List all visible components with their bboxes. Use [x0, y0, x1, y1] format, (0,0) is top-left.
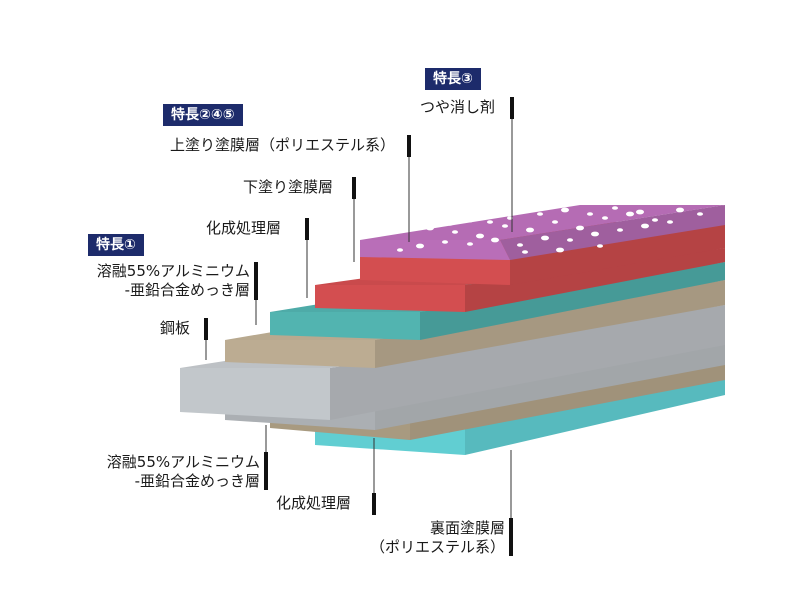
matte-particle [667, 220, 673, 224]
matte-particle [617, 228, 623, 232]
plating-bottom-tick [264, 452, 268, 490]
matte-particle [552, 220, 558, 224]
matte-particle [561, 207, 569, 213]
plating-bottom-label: 溶融55%アルミニウム -亜鉛合金めっき層 [90, 453, 260, 491]
matte-particle [487, 220, 493, 224]
matte-particle [467, 242, 473, 246]
matte-particle [476, 233, 484, 239]
matte-particle [541, 235, 549, 241]
plating-top-label-line2: -亜鉛合金めっき層 [124, 281, 250, 299]
matte-particle [587, 212, 593, 216]
primer-label: 下塗り塗膜層 [243, 178, 334, 196]
matte-particle [526, 227, 534, 233]
chem-bottom-tick [372, 493, 376, 515]
matte-particle [597, 244, 603, 248]
steel-tick [204, 318, 208, 340]
plating-top-tick [254, 262, 258, 300]
matte-agent-label: つや消し剤 [420, 98, 496, 116]
feature-3-badge: 特長③ [425, 68, 481, 90]
steel-label: 鋼板 [160, 319, 191, 337]
matte-particle [426, 225, 434, 231]
matte-particle [447, 222, 453, 226]
matte-particle [652, 218, 658, 222]
plating-bottom-label-line1: 溶融55%アルミニウム [106, 453, 260, 471]
matte-particle [626, 211, 634, 217]
top-coat-label: 上塗り塗膜層（ポリエステル系） [170, 136, 396, 154]
matte-particle [641, 223, 649, 229]
matte-particle [636, 209, 644, 215]
matte-particle [522, 250, 528, 254]
chem-top-label: 化成処理層 [206, 219, 282, 237]
matte-particle [537, 212, 543, 216]
matte-particle [517, 243, 523, 247]
matte-particle [466, 217, 474, 223]
chem-top-tick [305, 218, 309, 240]
plating-bottom-label-line2: -亜鉛合金めっき層 [134, 472, 260, 490]
matte-particle [676, 207, 684, 213]
matte-particle [612, 206, 618, 210]
matte-particle [491, 237, 499, 243]
matte-particle [591, 231, 599, 237]
matte-particle [576, 225, 584, 231]
matte-particle [697, 212, 703, 216]
matte-particle [442, 240, 448, 244]
feature-245-badge: 特長②④⑤ [163, 104, 243, 126]
plating-top-label: 溶融55%アルミニウム -亜鉛合金めっき層 [90, 262, 250, 300]
matte-particle [556, 247, 564, 253]
feature-1-badge: 特長① [88, 234, 144, 256]
matte-agent-tick [510, 97, 514, 119]
matte-particle [416, 243, 424, 249]
top-coat-tick [407, 135, 411, 157]
matte-particle [567, 238, 573, 242]
matte-particle [452, 230, 458, 234]
chem-bottom-label: 化成処理層 [276, 494, 352, 512]
matte-particle [397, 248, 403, 252]
back-coat-tick [509, 518, 513, 556]
primer-tick [352, 177, 356, 199]
matte-particle [507, 216, 513, 220]
matte-particle [602, 216, 608, 220]
matte-agent-particles [397, 206, 703, 254]
back-coat-label: 裏面塗膜層 （ポリエステル系） [370, 519, 505, 557]
plating-top-label-line1: 溶融55%アルミニウム [96, 262, 250, 280]
matte-particle [502, 224, 508, 228]
back-coat-label-line2: （ポリエステル系） [370, 538, 506, 556]
back-coat-label-line1: 裏面塗膜層 [429, 519, 505, 537]
